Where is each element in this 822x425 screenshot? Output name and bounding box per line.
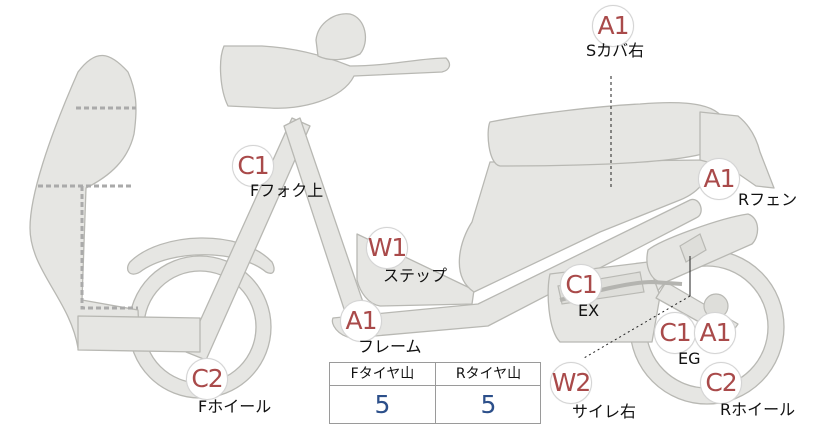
f-fork-label: Fフォク上 — [250, 181, 324, 200]
front-tire-header: Fタイヤ山 — [330, 363, 435, 386]
r-wheel-label: Rホイール — [720, 400, 796, 419]
rear-tire-value: 5 — [480, 390, 497, 419]
f-wheel-label: Fホイール — [198, 397, 272, 416]
table-divider — [435, 363, 436, 423]
ex-grade-marker: C1 — [560, 264, 602, 306]
leg-shield-shape — [29, 54, 141, 351]
f-fork-grade-marker: C1 — [232, 145, 274, 187]
front-tire-value: 5 — [374, 390, 391, 419]
s-cover-grade-marker: A1 — [592, 5, 634, 47]
eg-grade-c-marker: C1 — [654, 312, 696, 354]
rear-fender-shape — [699, 111, 775, 189]
seat-shape — [487, 102, 727, 167]
mirror-shape — [315, 13, 367, 61]
rear-tire-header: Rタイヤ山 — [436, 363, 541, 386]
tire-tread-table: Fタイヤ山 5 Rタイヤ山 5 — [329, 362, 541, 424]
r-wheel-grade-marker: C2 — [700, 362, 742, 404]
headlight-shape — [219, 45, 451, 109]
rear-tire-column: Rタイヤ山 5 — [436, 363, 541, 423]
frame-grade-marker: A1 — [340, 300, 382, 342]
front-tire-column: Fタイヤ山 5 — [330, 363, 435, 423]
floorboard-shape — [77, 315, 201, 353]
frame-tube-shape — [283, 117, 366, 316]
eg-grade-a-marker: A1 — [694, 312, 736, 354]
ex-label: EX — [578, 301, 600, 320]
f-wheel-grade-marker: C2 — [186, 358, 228, 400]
s-cover-label: Sカバ右 — [586, 41, 645, 60]
step-grade-marker: W1 — [366, 227, 408, 269]
step-label: ステップ — [383, 266, 448, 285]
muffler-label: サイレ右 — [572, 402, 637, 421]
frame-label: フレーム — [358, 337, 422, 356]
r-fender-label: Rフェン — [738, 190, 798, 209]
muffler-grade-marker: W2 — [550, 362, 592, 404]
eg-label: EG — [678, 349, 701, 368]
r-fender-grade-marker: A1 — [698, 158, 740, 200]
front-fork-shape — [185, 117, 311, 361]
